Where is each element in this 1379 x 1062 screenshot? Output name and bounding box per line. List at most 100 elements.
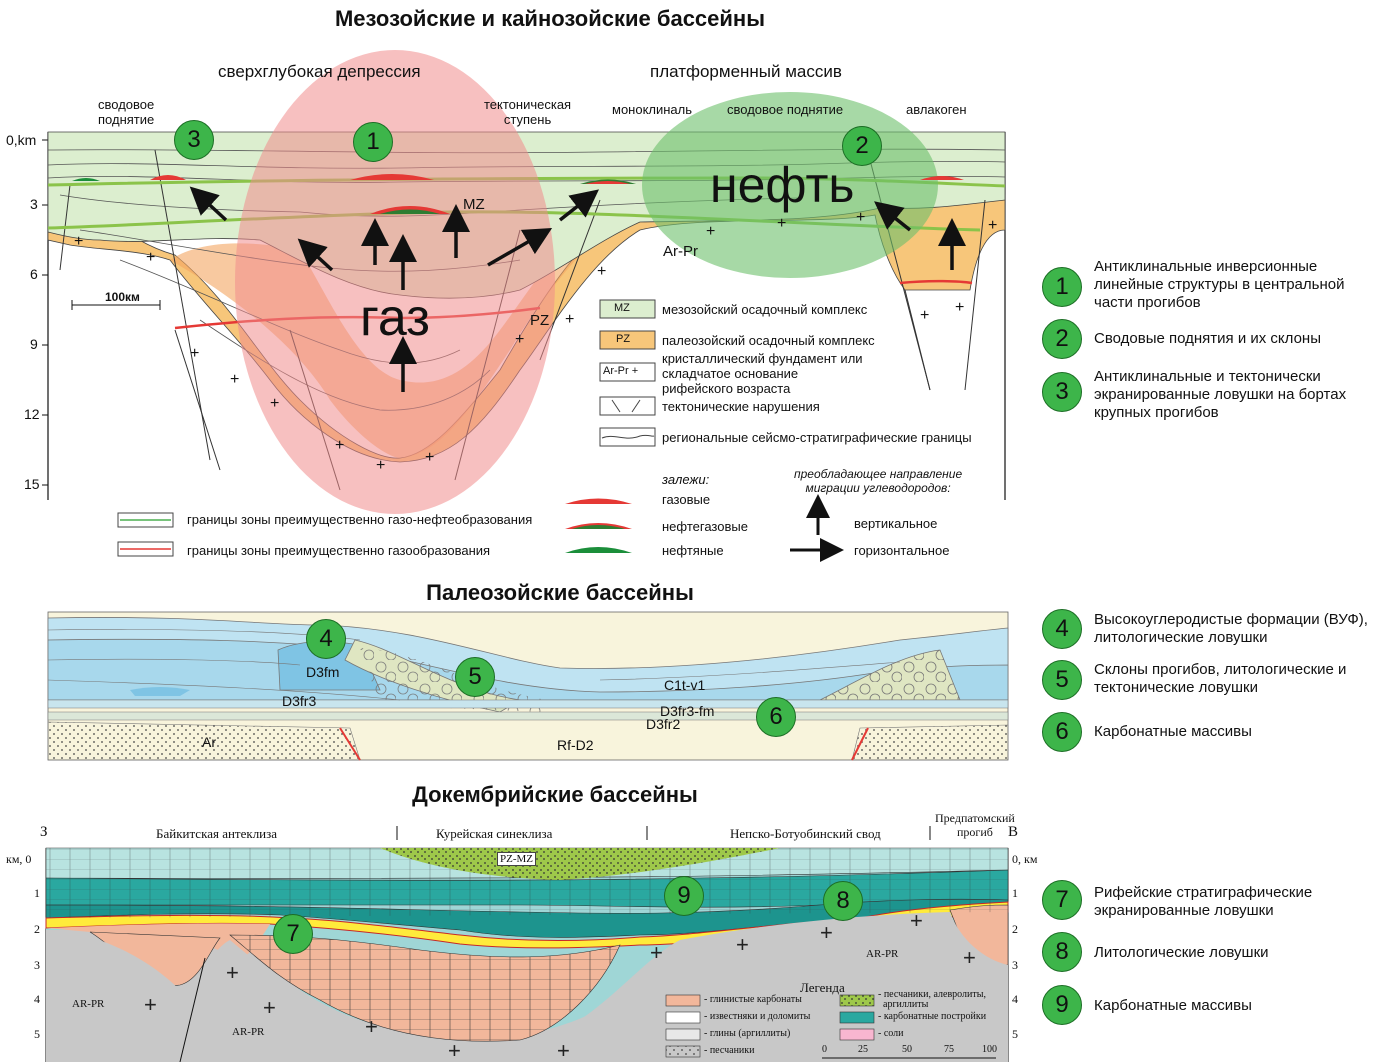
svg-text:+: + xyxy=(955,299,964,316)
legend-pz-code: PZ xyxy=(616,333,631,345)
pc-scale-100: 100 xyxy=(982,1044,997,1055)
pc-depth-left-4: 4 xyxy=(34,992,40,1006)
svg-text:+: + xyxy=(777,215,786,232)
badge-1-legend: 1 xyxy=(1042,267,1082,307)
trap-3-text: Антиклинальные и тектонически экранирова… xyxy=(1094,368,1347,421)
pc-legend-limestones: - известняки и доломиты xyxy=(704,1011,811,1022)
svg-text:+: + xyxy=(920,307,929,324)
label-ar-pr-left: AR-PR xyxy=(72,998,105,1010)
svg-text:+: + xyxy=(650,940,663,965)
pc-depth-right-0: 0, км xyxy=(1012,852,1038,866)
svg-text:+: + xyxy=(365,1014,378,1039)
badge-9-legend: 9 xyxy=(1042,985,1082,1025)
struct-arch-uplift-right: сводовое поднятие xyxy=(727,102,844,117)
svg-text:+: + xyxy=(270,395,279,412)
pz-section-title: Палеозойские бассейны xyxy=(426,580,694,605)
region-nepa-botuoba: Непско-Ботуобинский свод xyxy=(730,826,881,841)
svg-text:+: + xyxy=(146,249,155,266)
legend-mz-code: MZ xyxy=(614,302,630,314)
badge-8-diagram: 8 xyxy=(823,881,863,921)
label-ar-pr-mid: AR-PR xyxy=(232,1026,265,1038)
pc-depth-left-3: 3 xyxy=(34,958,40,972)
svg-text:+: + xyxy=(74,233,83,250)
migration-title: преобладающее направление миграции углев… xyxy=(794,467,963,495)
svg-text:+: + xyxy=(820,920,833,945)
svg-text:+: + xyxy=(597,263,606,280)
pc-depth-left-0: км, 0 xyxy=(6,852,32,866)
trap-9-text: Карбонатные массивы xyxy=(1094,997,1252,1014)
pc-depth-right-5: 5 xyxy=(1012,1027,1018,1041)
direction-east: В xyxy=(1008,824,1019,840)
label-d3fm: D3fm xyxy=(306,664,340,680)
pz-section-art xyxy=(47,611,1009,761)
trap-7-text: Рифейские стратиграфические экранированн… xyxy=(1094,884,1313,919)
pc-depth-left-1: 1 xyxy=(34,886,40,900)
depth-9: 9 xyxy=(30,336,38,352)
trap-4-text: Высокоуглеродистые формации (ВУФ), литол… xyxy=(1094,611,1368,646)
mz-section-title: Мезозойские и кайнозойские бассейны xyxy=(334,6,765,31)
badge-8-legend: 8 xyxy=(1042,932,1082,972)
svg-text:+: + xyxy=(448,1038,461,1062)
legend-mz-text: мезозойский осадочный комплекс xyxy=(662,302,868,317)
svg-text:+: + xyxy=(230,371,239,388)
badge-6-diagram: 6 xyxy=(756,697,796,737)
deposits-title: залежи: xyxy=(662,472,710,487)
legend-faults-text: тектонические нарушения xyxy=(662,399,820,414)
legend-seismic-text: региональные сейсмо-стратиграфические гр… xyxy=(662,430,972,445)
pc-depth-right-1: 1 xyxy=(1012,886,1018,900)
region-superdeep-depression: сверхглубокая депрессия xyxy=(218,62,421,81)
region-platform-massif: платформенный массив xyxy=(650,62,842,81)
pc-scale-25: 25 xyxy=(858,1044,868,1055)
deposit-oilgas: нефтегазовые xyxy=(662,519,748,534)
badge-4-legend: 4 xyxy=(1042,609,1082,649)
svg-text:+: + xyxy=(335,437,344,454)
badge-3-legend: 3 xyxy=(1042,372,1082,412)
mz-section-art: +++ +++ +++ +++ +++ ++ xyxy=(42,50,1006,562)
pc-scale-75: 75 xyxy=(944,1044,954,1055)
badge-2-diagram: 2 xyxy=(842,126,882,166)
struct-tectonic-step: тектоническая ступень xyxy=(484,97,572,127)
deposit-gas: газовые xyxy=(662,492,711,507)
arpr-label: Ar-Pr xyxy=(663,243,698,260)
region-baikit: Байкитская антеклиза xyxy=(156,826,278,841)
trap-2-text: Сводовые поднятия и их склоны xyxy=(1094,330,1321,347)
pc-scale-0: 0 xyxy=(822,1044,827,1055)
pc-section-title: Докембрийские бассейны xyxy=(412,782,698,807)
trap-6-text: Карбонатные массивы xyxy=(1094,723,1252,740)
pc-scale-50: 50 xyxy=(902,1044,912,1055)
badge-3-diagram: 3 xyxy=(174,120,214,160)
depth-6: 6 xyxy=(30,266,38,282)
trap-5-text: Склоны прогибов, литологические и тектон… xyxy=(1094,661,1347,696)
badge-9-diagram: 9 xyxy=(664,876,704,916)
legend-arpr-code: Ar-Pr + xyxy=(603,365,639,377)
svg-text:+: + xyxy=(226,960,239,985)
label-rf-d2: Rf-D2 xyxy=(557,737,594,753)
svg-text:+: + xyxy=(910,908,923,933)
migration-horizontal: горизонтальное xyxy=(854,543,950,558)
badge-1-diagram: 1 xyxy=(353,122,393,162)
pc-depth-right-3: 3 xyxy=(1012,958,1018,972)
svg-text:+: + xyxy=(376,457,385,474)
svg-text:+: + xyxy=(963,945,976,970)
badge-5-diagram: 5 xyxy=(455,657,495,697)
scale-bar-label: 100км xyxy=(105,290,140,304)
pc-depth-right-4: 4 xyxy=(1012,992,1018,1006)
svg-text:+: + xyxy=(263,995,276,1020)
pc-depth-right-2: 2 xyxy=(1012,922,1018,936)
label-ar: Ar xyxy=(202,734,216,750)
svg-text:+: + xyxy=(425,449,434,466)
svg-text:+: + xyxy=(565,311,574,328)
svg-text:+: + xyxy=(988,217,997,234)
label-c1t-v1: C1t-v1 xyxy=(664,677,706,693)
depth-12: 12 xyxy=(24,406,40,422)
legend-pz-text: палеозойский осадочный комплекс xyxy=(662,333,875,348)
label-ar-pr-right: AR-PR xyxy=(866,948,899,960)
svg-text:+: + xyxy=(515,331,524,348)
badge-7-legend: 7 xyxy=(1042,880,1082,920)
struct-aulacogen: авлакоген xyxy=(906,102,967,117)
pc-depth-left-5: 5 xyxy=(34,1027,40,1041)
region-kurei: Курейская синеклиза xyxy=(436,826,553,841)
depth-15: 15 xyxy=(24,476,40,492)
svg-text:+: + xyxy=(706,223,715,240)
pc-legend-clays: - глины (аргиллиты) xyxy=(704,1028,791,1039)
